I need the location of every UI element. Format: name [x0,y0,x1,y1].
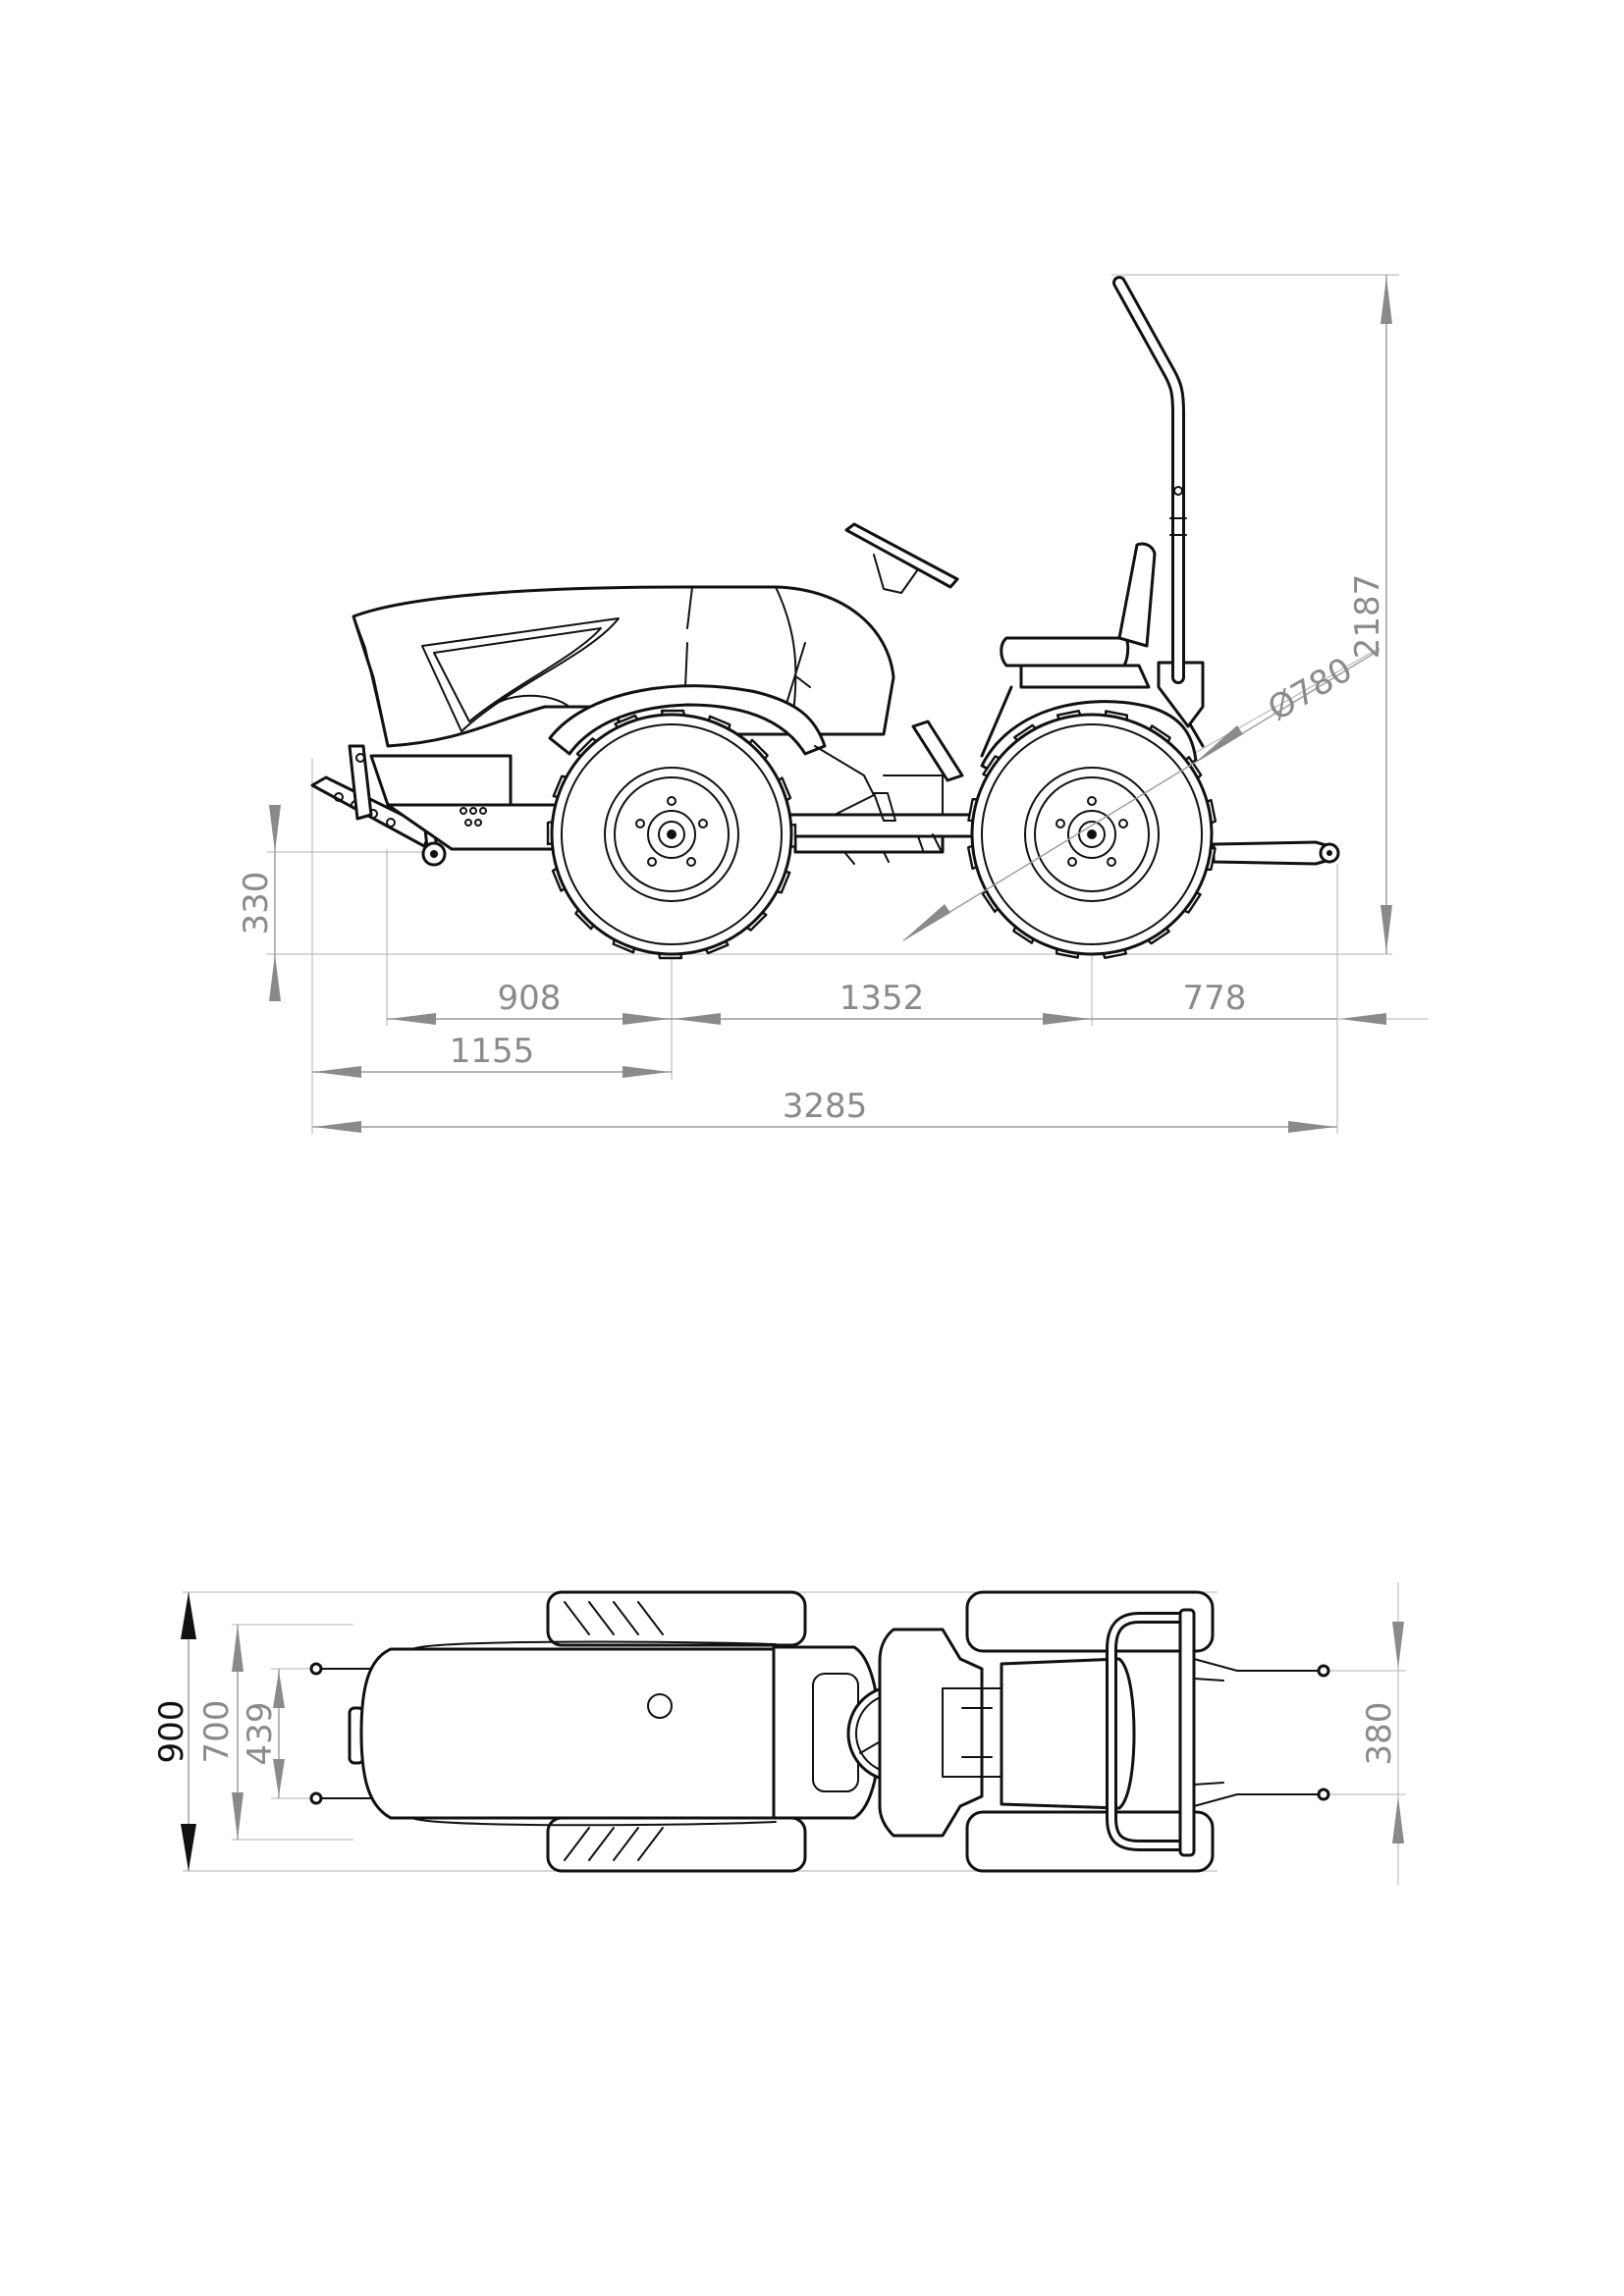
dim-rear-hitch-spacing: 380 [1360,1702,1399,1766]
rear-wheels-top [965,1590,1215,1873]
rear-drawbar [1212,840,1340,866]
dim-front-to-axle: 1155 [450,1032,535,1071]
steering-wheel-side [844,522,959,594]
front-hitch-top [309,1662,374,1805]
top-dimension-lines [181,1592,1404,1871]
dim-rear-overhang: 778 [1183,979,1247,1018]
dim-overall-width: 900 [152,1700,191,1764]
seat-top [1000,1657,1136,1810]
rollbar-top [1106,1608,1196,1857]
dim-front-overhang: 908 [498,979,562,1018]
side-dimension-lines [269,275,1392,1133]
dim-overall-height: 2187 [1348,574,1387,660]
dim-wheel-diameter: Ø780 [1262,650,1359,728]
dim-front-hitch-spacing: 439 [241,1702,280,1766]
platform-top [878,1628,1002,1838]
front-hitch [310,744,571,867]
hood-top [359,1640,778,1827]
rollbar [1112,276,1187,684]
rear-hitch-top [1193,1658,1330,1807]
top-view: 900 700 439 380 [152,1582,1406,1885]
dim-hitch-height: 330 [237,872,276,935]
dim-overall-length: 3285 [783,1087,868,1126]
front-fender [548,684,827,756]
dim-track-width: 700 [197,1700,237,1764]
seat [1000,542,1157,689]
front-wheels-top [546,1590,807,1873]
front-wheel-side [546,709,797,960]
side-view: 330 2187 Ø780 908 1352 778 1155 3285 [237,274,1429,1134]
dim-wheelbase: 1352 [839,979,925,1018]
